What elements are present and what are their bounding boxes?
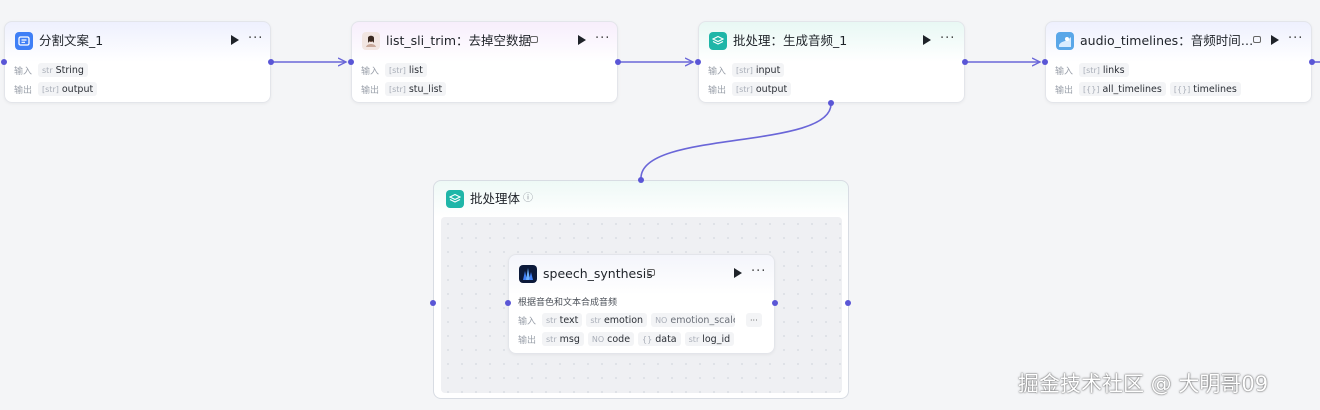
edge-batch-to-body xyxy=(640,103,832,179)
play-icon[interactable] xyxy=(1271,35,1279,45)
subflow-icon xyxy=(647,269,655,276)
param-tag: [str]links xyxy=(1079,63,1129,77)
port-audio-in[interactable] xyxy=(1042,59,1048,65)
port-audio-out[interactable] xyxy=(1309,59,1315,65)
port-trim-out[interactable] xyxy=(615,59,621,65)
more-icon[interactable]: ··· xyxy=(940,31,956,46)
subflow-icon xyxy=(530,36,538,43)
param-tag: {}data xyxy=(638,332,681,346)
layers-icon xyxy=(709,32,727,50)
avatar-icon xyxy=(362,32,380,50)
port-batch-in[interactable] xyxy=(695,59,701,65)
port-batch-body[interactable] xyxy=(828,100,834,106)
input-row: 输入 [str]input xyxy=(708,63,788,77)
port-batch-out[interactable] xyxy=(962,59,968,65)
output-row: 输出 [str]output xyxy=(14,82,101,96)
param-tag: [str]output xyxy=(732,82,792,96)
node-title: 分割文案_1 xyxy=(39,33,104,48)
port-split-in[interactable] xyxy=(1,59,7,65)
watermark: 掘金技术社区 @ 大明哥09 xyxy=(1018,372,1269,396)
subflow-icon xyxy=(1253,36,1261,43)
speech-app-icon xyxy=(519,265,537,283)
play-icon[interactable] xyxy=(578,35,586,45)
output-row: 输出 [str]stu_list xyxy=(361,82,450,96)
node-title: speech_synthesis xyxy=(543,266,653,281)
input-row: 输入 [str]list xyxy=(361,63,431,77)
more-params-button[interactable]: ··· xyxy=(746,313,762,327)
port-speech-in[interactable] xyxy=(505,300,511,306)
split-text-icon xyxy=(15,32,33,50)
batch-body-title: 批处理体 xyxy=(470,191,521,206)
node-title: list_sli_trim：去掉空数据 xyxy=(386,33,532,48)
output-row: 输出 [{}]all_timelines [{}]timelines xyxy=(1055,82,1245,96)
node-title: 批处理：生成音频_1 xyxy=(733,33,848,48)
more-icon[interactable]: ··· xyxy=(248,31,264,46)
layers-icon xyxy=(446,190,464,208)
node-list-trim[interactable]: list_sli_trim：去掉空数据 ··· 输入 [str]list 输出 … xyxy=(351,21,618,103)
input-row: 输入 [str]links xyxy=(1055,63,1133,77)
more-icon[interactable]: ··· xyxy=(595,31,611,46)
param-tag: [str]stu_list xyxy=(385,82,447,96)
port-body-left[interactable] xyxy=(430,300,436,306)
param-tag: [str]output xyxy=(38,82,98,96)
more-icon[interactable]: ··· xyxy=(751,264,767,279)
param-tag: [{}]timelines xyxy=(1169,82,1241,96)
port-trim-in[interactable] xyxy=(348,59,354,65)
play-icon[interactable] xyxy=(734,268,742,278)
node-batch-generate-audio[interactable]: 批处理：生成音频_1 ··· 输入 [str]input 输出 [str]out… xyxy=(698,21,965,103)
port-speech-out[interactable] xyxy=(772,300,778,306)
param-tag: [str]input xyxy=(732,63,785,77)
output-row: 输出 [str]output xyxy=(708,82,795,96)
play-icon[interactable] xyxy=(923,35,931,45)
node-description: 根据音色和文本合成音频 xyxy=(518,298,618,308)
port-body-top[interactable] xyxy=(638,177,644,183)
port-body-right[interactable] xyxy=(845,300,851,306)
info-icon[interactable]: ⓘ xyxy=(523,193,533,204)
param-tag: [{}]all_timelines xyxy=(1079,82,1166,96)
param-tag: [str]list xyxy=(385,63,427,77)
node-audio-timelines[interactable]: audio_timelines：音频时间… ··· 输入 [str]links … xyxy=(1045,21,1312,103)
more-icon[interactable]: ··· xyxy=(1288,31,1304,46)
port-split-out[interactable] xyxy=(268,59,274,65)
audio-app-icon xyxy=(1056,32,1074,50)
play-icon[interactable] xyxy=(231,35,239,45)
node-title: audio_timelines：音频时间… xyxy=(1080,33,1254,48)
